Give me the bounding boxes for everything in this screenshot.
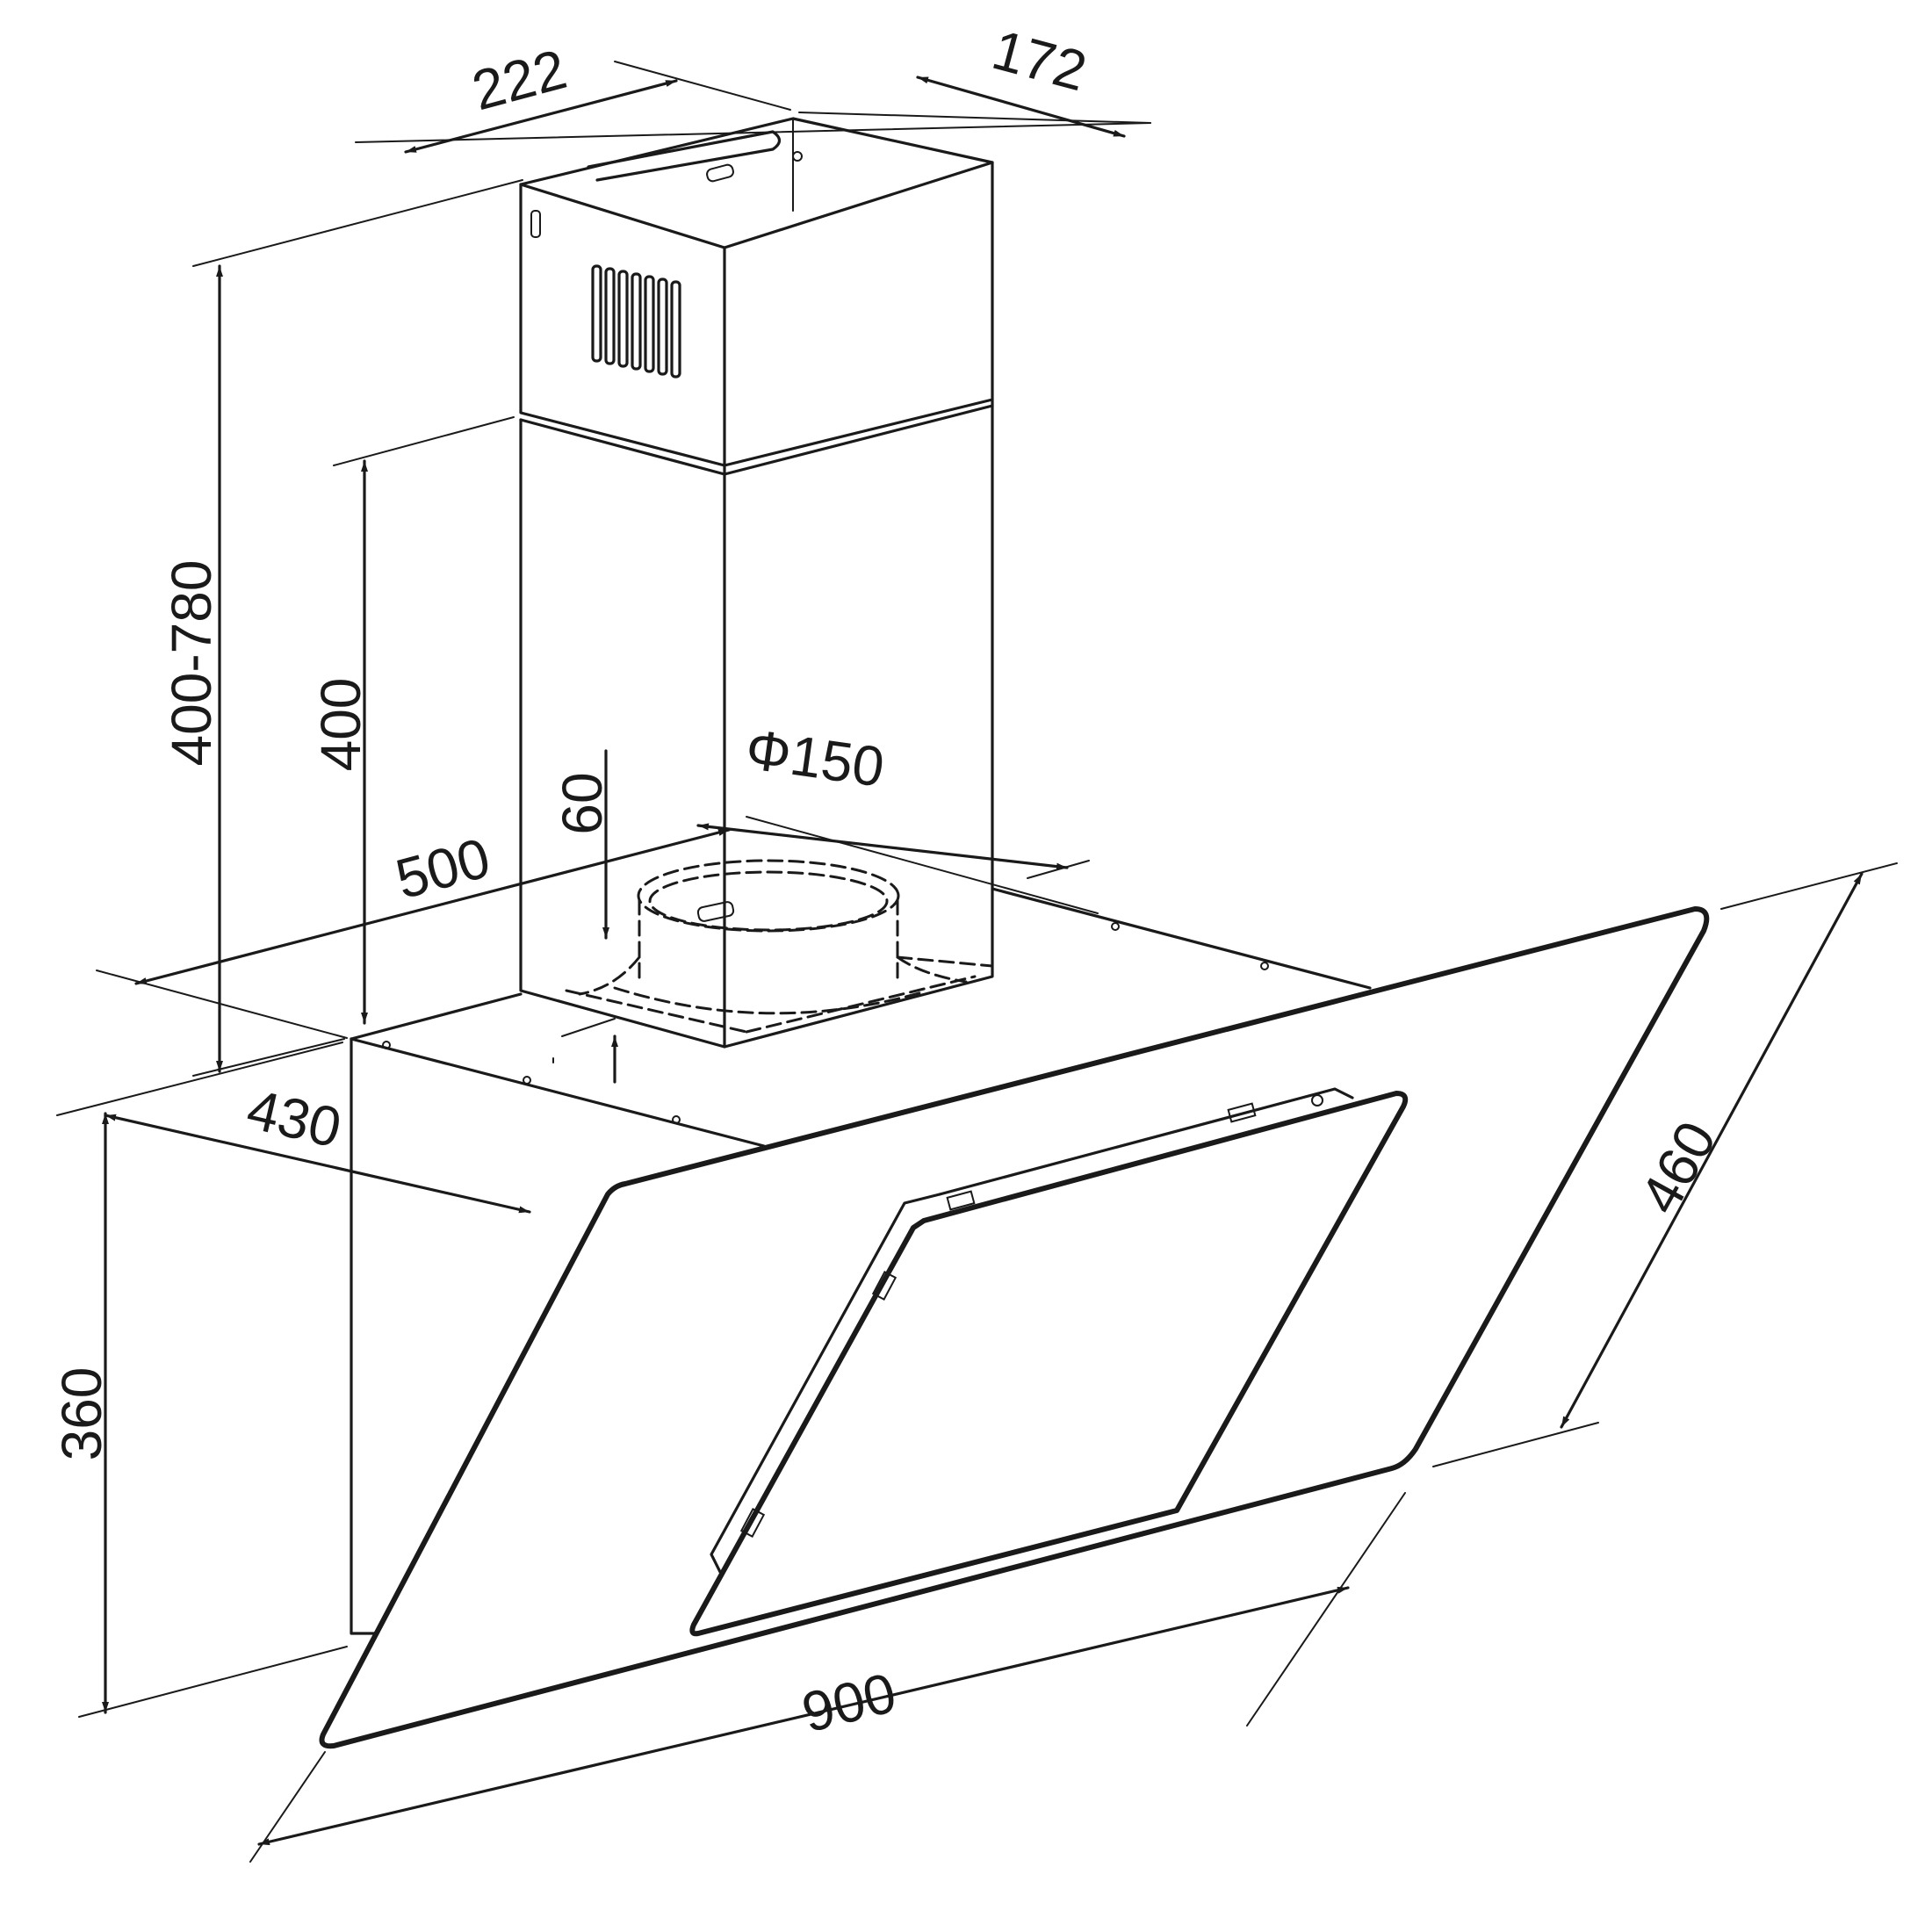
dim-total-height: 400-780 xyxy=(160,560,223,767)
dimension-labels: 222 172 400-780 400 60 Φ150 500 430 360 … xyxy=(50,18,1728,1744)
dim-depth: 430 xyxy=(242,1077,347,1159)
filter-panel xyxy=(689,1087,1409,1637)
extension-lines xyxy=(56,61,1898,1863)
dim-outlet-offset: 60 xyxy=(551,772,614,834)
dim-hood-width: 900 xyxy=(796,1661,902,1745)
glass-panel xyxy=(319,906,1710,1749)
dim-glass-height: 460 xyxy=(1627,1111,1728,1223)
dim-chimney-width: 222 xyxy=(465,37,573,122)
vent-slots xyxy=(591,264,681,378)
dim-chimney-height: 400 xyxy=(309,678,372,772)
outlet-collar xyxy=(565,859,994,1034)
dimension-lines xyxy=(102,76,1864,1846)
dim-chimney-depth: 172 xyxy=(986,18,1093,103)
dim-body-width: 500 xyxy=(389,825,496,911)
chimney-upper xyxy=(519,117,994,467)
dim-body-height: 360 xyxy=(50,1367,113,1461)
dim-outlet-diameter: Φ150 xyxy=(742,717,888,799)
chimney-lower xyxy=(519,398,994,1049)
hood-body xyxy=(350,887,1372,1635)
